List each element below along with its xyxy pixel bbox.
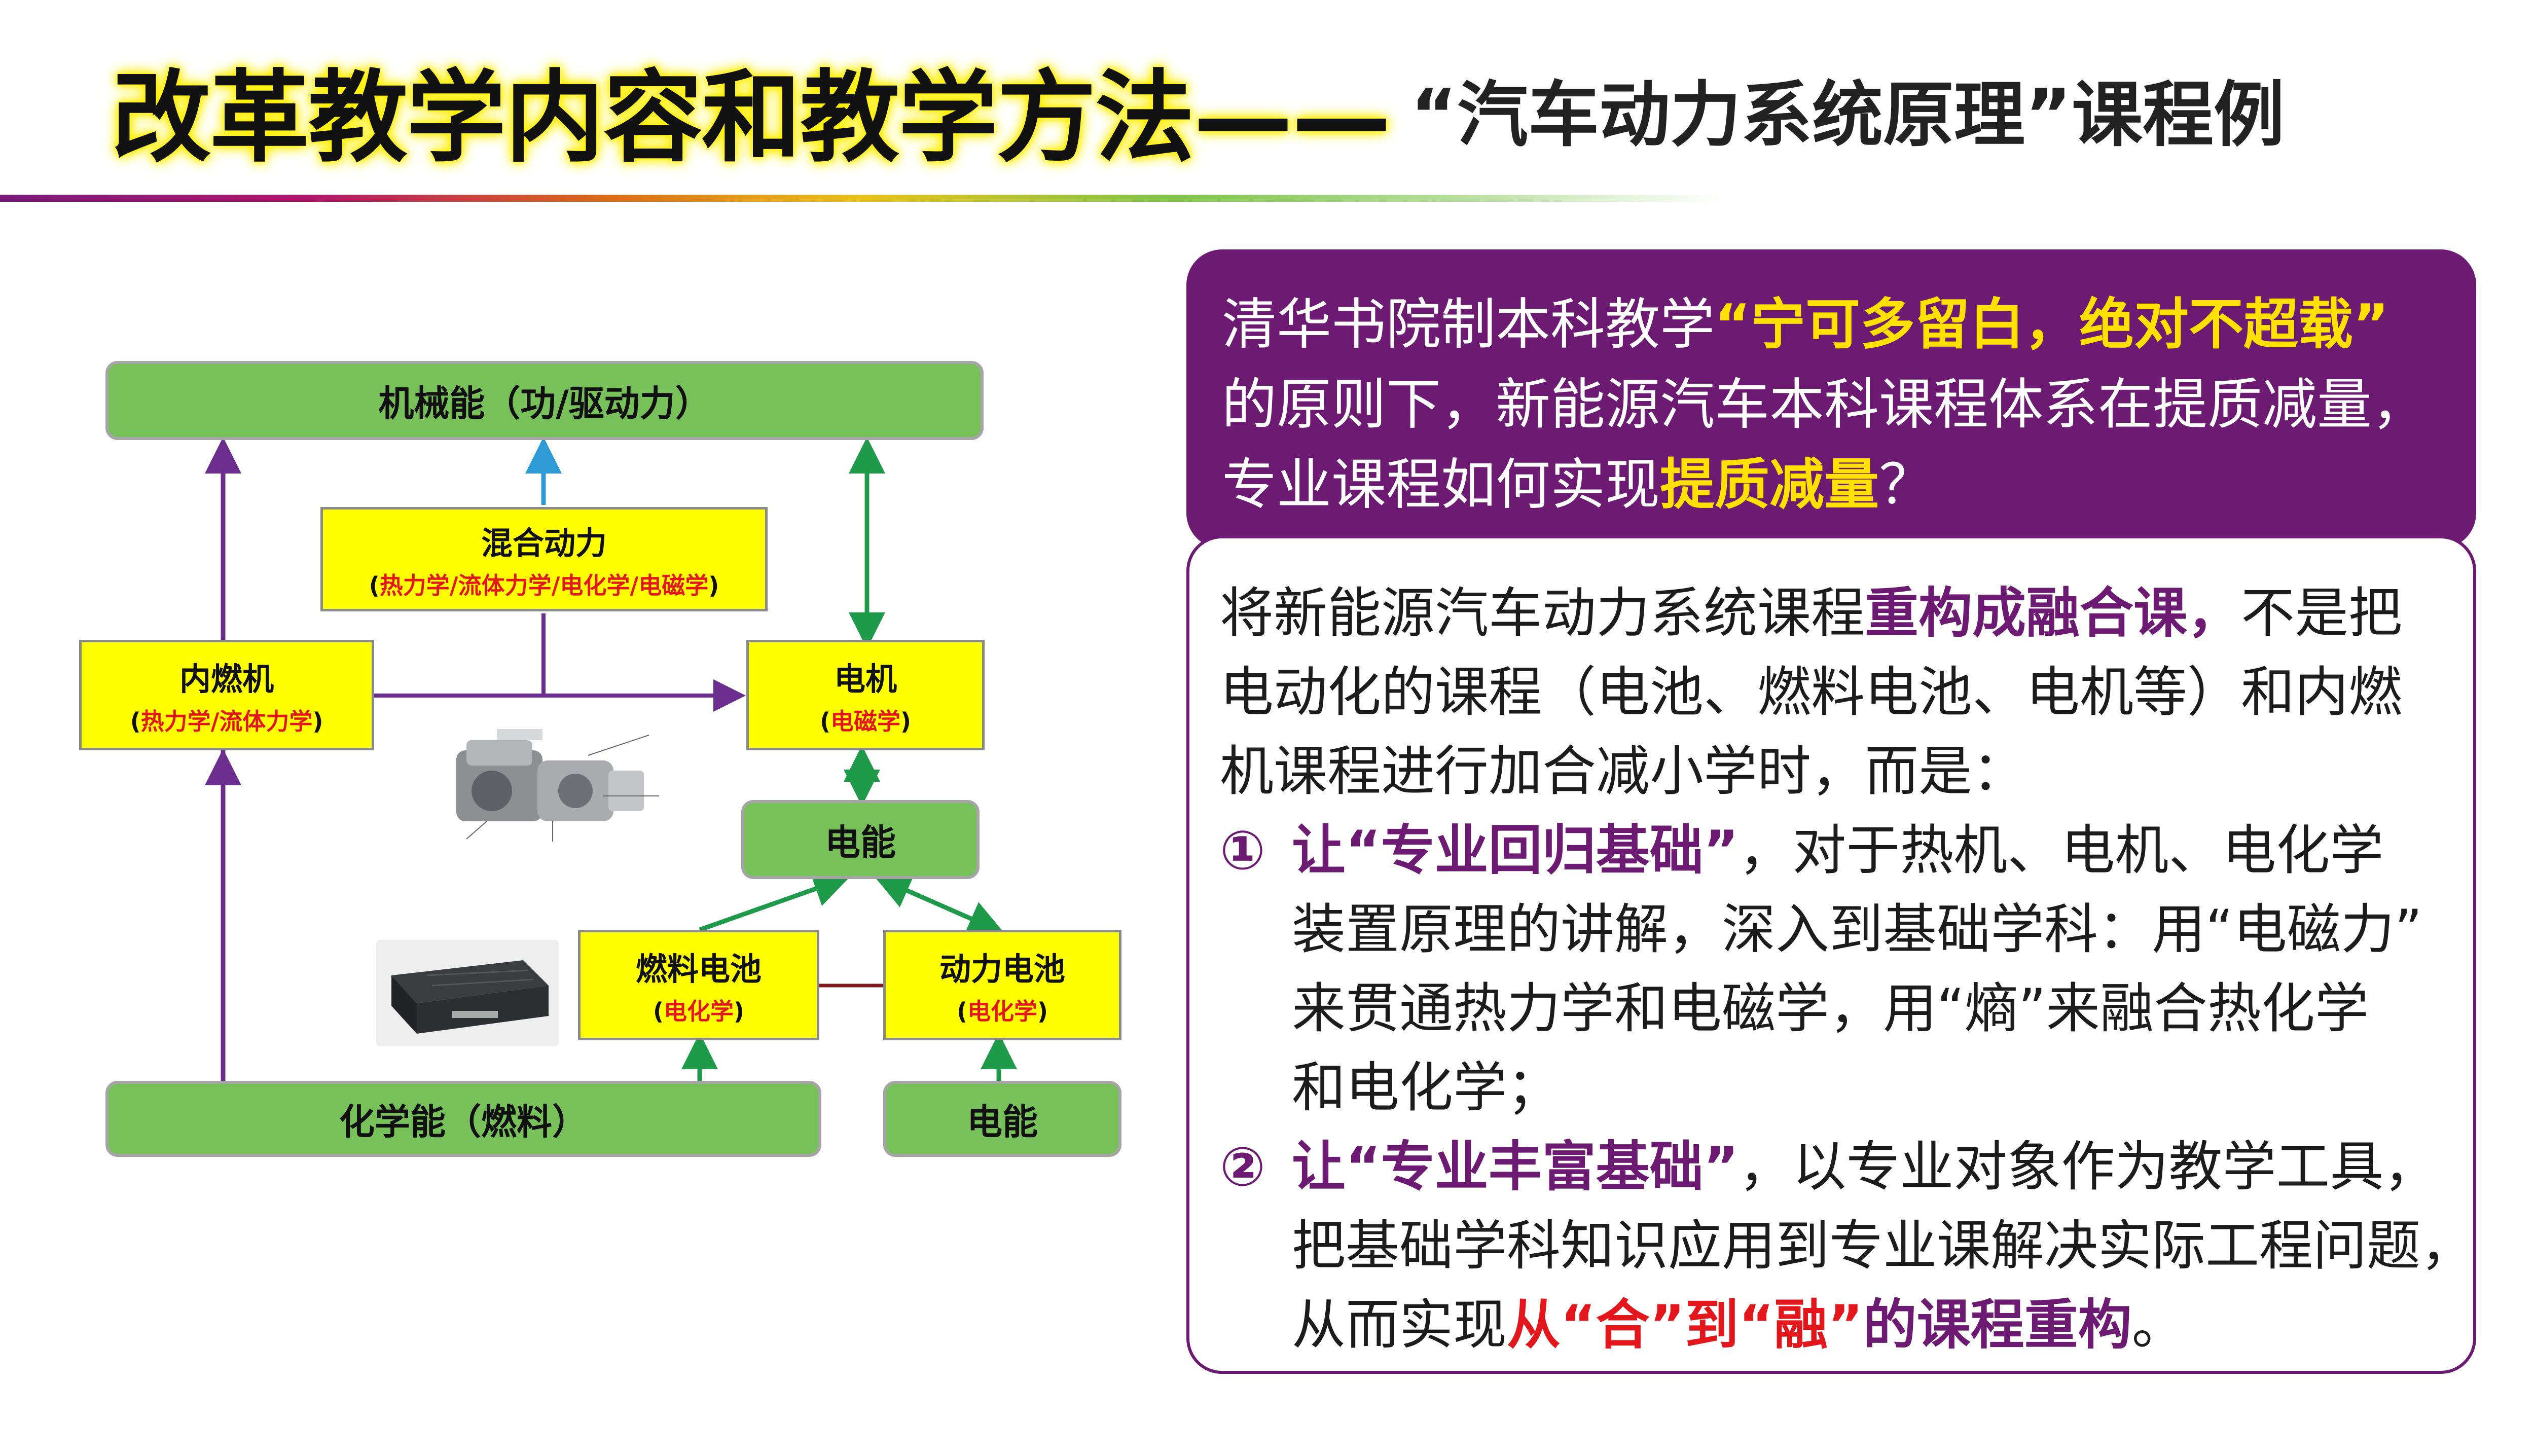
point-2-line-3: 从而实现从“合”到“融”的课程重构。 bbox=[1292, 1294, 2186, 1356]
hybrid-powertrain-image bbox=[436, 720, 679, 847]
answer-line-2: 电动化的课程（电池、燃料电池、电机等）和内燃 bbox=[1220, 661, 2402, 723]
point-1-line-4: 和电化学； bbox=[1292, 1057, 1561, 1119]
electric-energy-box-bottom: 电能 bbox=[883, 1081, 1121, 1157]
point-2-number: ② bbox=[1220, 1136, 1265, 1198]
point-1-line-2: 装置原理的讲解，深入到基础学科：用“电磁力” bbox=[1292, 898, 2422, 961]
diagram-arrows bbox=[205, 437, 1017, 1081]
question-line-1: 清华书院制本科教学“宁可多留白，绝对不超载” bbox=[1222, 293, 2389, 356]
answer-panel: 将新能源汽车动力系统课程重构成融合课，不是把 电动化的课程（电池、燃料电池、电机… bbox=[1186, 535, 2476, 1374]
hybrid-box: 混合动力 (热力学/流体力学/电化学/电磁学) bbox=[320, 507, 768, 611]
arrow-electric-battery bbox=[874, 873, 1005, 936]
battery-box: 动力电池 (电化学) bbox=[883, 930, 1121, 1040]
ice-box: 内燃机 (热力学/流体力学) bbox=[79, 640, 374, 750]
fuel-cell-box: 燃料电池 (电化学) bbox=[578, 930, 819, 1040]
chemical-energy-box: 化学能（燃料） bbox=[105, 1081, 821, 1157]
question-panel: 清华书院制本科教学“宁可多留白，绝对不超载” 的原则下，新能源汽车本科课程体系在… bbox=[1186, 249, 2476, 549]
mechanical-energy-box: 机械能（功/驱动力） bbox=[105, 361, 984, 440]
title-gradient-rule bbox=[0, 195, 1724, 202]
motor-box: 电机 (电磁学) bbox=[746, 640, 985, 750]
question-line-2: 的原则下，新能源汽车本科课程体系在提质减量， bbox=[1222, 373, 2427, 436]
point-1-line-3: 来贯通热力学和电磁学，用“熵”来融合热化学 bbox=[1292, 977, 2369, 1040]
answer-line-1: 将新能源汽车动力系统课程重构成融合课，不是把 bbox=[1220, 582, 2402, 644]
point-2-line-2: 把基础学科知识应用到专业课解决实际工程问题， bbox=[1292, 1215, 2474, 1277]
title-sub: “汽车动力系统原理”课程例 bbox=[1410, 74, 2285, 157]
point-1-number: ① bbox=[1220, 819, 1265, 882]
slide-title: 改革教学内容和教学方法—— “汽车动力系统原理”课程例 bbox=[112, 46, 2494, 176]
answer-line-3: 机课程进行加合减小学时，而是： bbox=[1220, 740, 2026, 803]
title-main: 改革教学内容和教学方法—— bbox=[112, 60, 1391, 176]
electric-energy-box-top: 电能 bbox=[741, 800, 980, 879]
power-system-diagram: 机械能（功/驱动力） 混合动力 (热力学/流体力学/电化学/电磁学) 内燃机 (… bbox=[0, 0, 1217, 1456]
arrow-fuelcell-to-electric bbox=[699, 871, 850, 932]
question-line-3: 专业课程如何实现提质减量？ bbox=[1222, 453, 1934, 517]
battery-pack-image bbox=[376, 940, 559, 1046]
